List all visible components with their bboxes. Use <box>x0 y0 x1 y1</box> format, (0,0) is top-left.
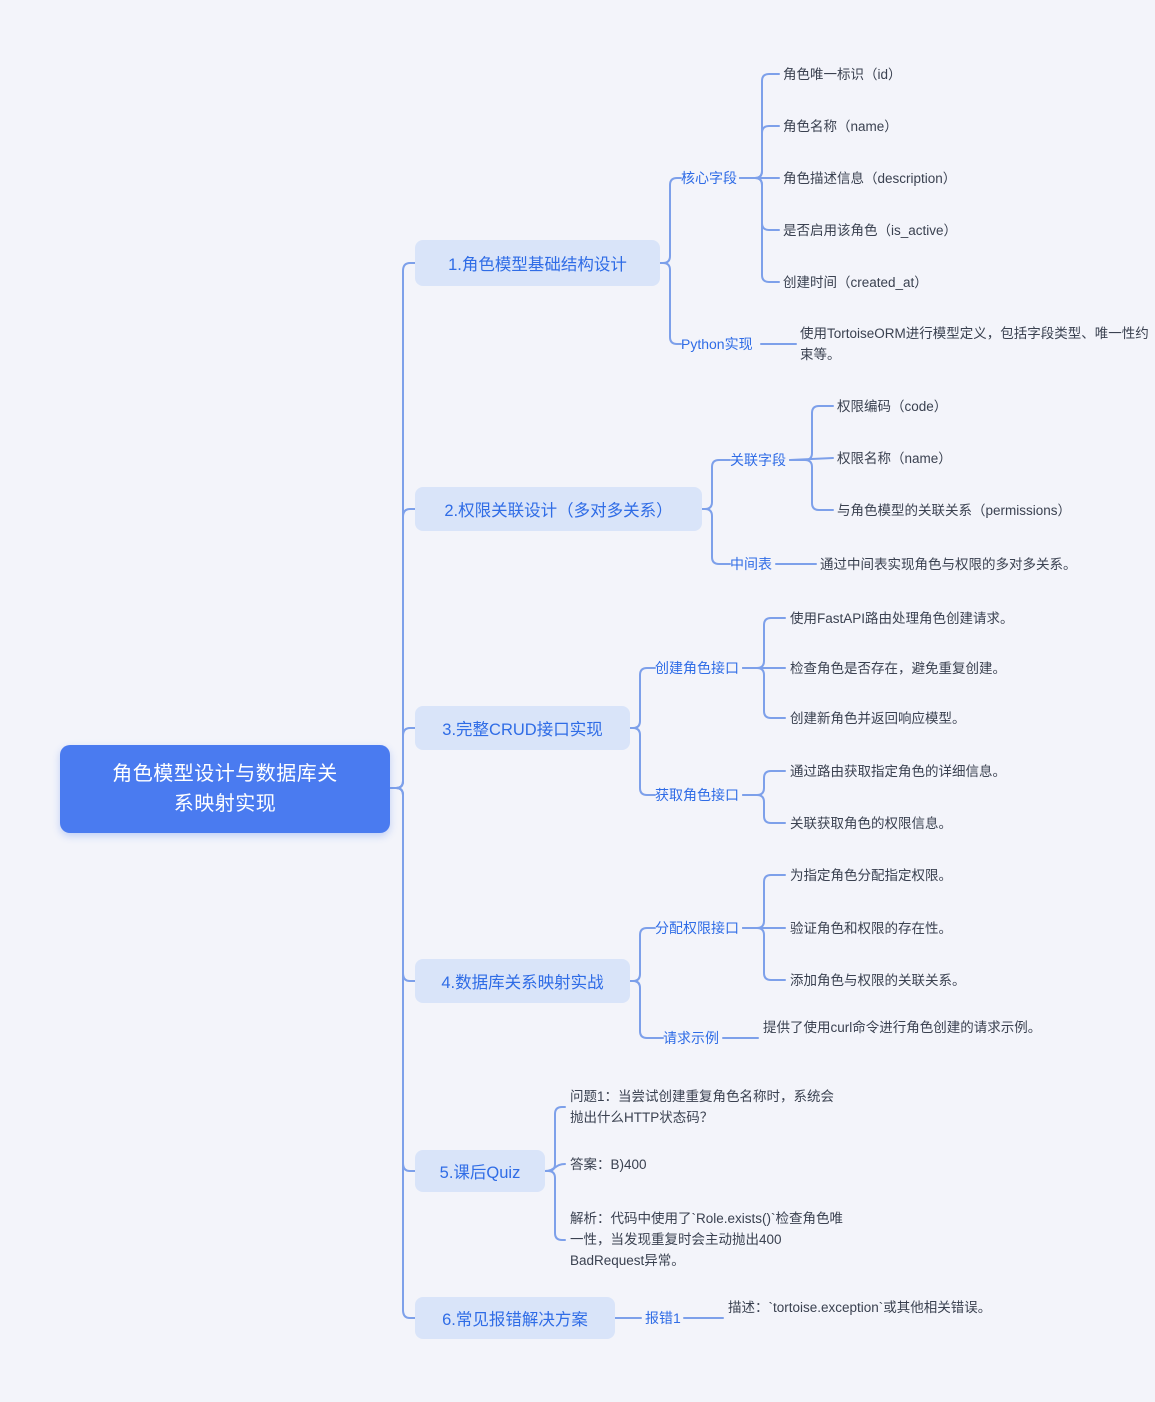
subtopic-request-example[interactable]: 请求示例 <box>663 1030 719 1046</box>
leaf-note[interactable]: 角色描述信息（description） <box>783 171 957 186</box>
branch-topic-5[interactable]: 5.课后Quiz <box>415 1150 545 1192</box>
leaf-note[interactable]: 角色唯一标识（id） <box>783 67 902 82</box>
subtopic-assign-permission-api[interactable]: 分配权限接口 <box>655 920 739 936</box>
subtopic-middle-table[interactable]: 中间表 <box>730 556 772 572</box>
branch-topic-2[interactable]: 2.权限关联设计（多对多关系） <box>415 487 702 531</box>
leaf-note[interactable]: 使用TortoiseORM进行模型定义，包括字段类型、唯一性约束等。 <box>800 326 1149 362</box>
leaf-quiz-answer[interactable]: 答案：B)400 <box>570 1157 647 1172</box>
leaf-quiz-question[interactable]: 问题1：当尝试创建重复角色名称时，系统会抛出什么HTTP状态码？ <box>570 1089 835 1125</box>
branch-topic-3[interactable]: 3.完整CRUD接口实现 <box>415 706 630 750</box>
leaf-note[interactable]: 添加角色与权限的关联关系。 <box>790 973 966 988</box>
subtopic-error-1[interactable]: 报错1 <box>645 1310 681 1326</box>
leaf-note[interactable]: 是否启用该角色（is_active） <box>783 223 958 238</box>
leaf-note[interactable]: 与角色模型的关联关系（permissions） <box>837 503 1072 518</box>
subtopic-python-impl[interactable]: Python实现 <box>681 336 753 352</box>
leaf-note[interactable]: 通过中间表实现角色与权限的多对多关系。 <box>820 557 1077 572</box>
leaf-note[interactable]: 提供了使用curl命令进行角色创建的请求示例。 <box>763 1020 1042 1035</box>
leaf-note[interactable]: 角色名称（name） <box>783 119 898 134</box>
subtopic-relation-fields[interactable]: 关联字段 <box>730 452 786 468</box>
subtopic-get-role-api[interactable]: 获取角色接口 <box>655 787 739 803</box>
branch-topic-6[interactable]: 6.常见报错解决方案 <box>415 1297 615 1339</box>
leaf-note[interactable]: 权限编码（code） <box>837 399 948 414</box>
leaf-note[interactable]: 为指定角色分配指定权限。 <box>790 868 952 883</box>
leaf-note[interactable]: 使用FastAPI路由处理角色创建请求。 <box>790 611 1014 626</box>
leaf-quiz-explanation[interactable]: 解析：代码中使用了`Role.exists()`检查角色唯一性，当发现重复时会主… <box>570 1211 844 1268</box>
leaf-note[interactable]: 创建时间（created_at） <box>783 275 928 290</box>
branch-topic-4[interactable]: 4.数据库关系映射实战 <box>415 959 630 1003</box>
leaf-note[interactable]: 检查角色是否存在，避免重复创建。 <box>790 661 1006 676</box>
leaf-note[interactable]: 创建新角色并返回响应模型。 <box>790 711 966 726</box>
leaf-error-description[interactable]: 描述：`tortoise.exception`或其他相关错误。 <box>728 1300 992 1315</box>
root-topic[interactable]: 角色模型设计与数据库关系映射实现 <box>60 745 390 833</box>
leaf-note[interactable]: 通过路由获取指定角色的详细信息。 <box>790 764 1006 779</box>
subtopic-core-fields[interactable]: 核心字段 <box>681 170 737 186</box>
leaf-note[interactable]: 关联获取角色的权限信息。 <box>790 816 952 831</box>
leaf-note[interactable]: 验证角色和权限的存在性。 <box>790 921 952 936</box>
leaf-note[interactable]: 权限名称（name） <box>837 451 952 466</box>
branch-topic-1[interactable]: 1.角色模型基础结构设计 <box>415 240 660 286</box>
subtopic-create-role-api[interactable]: 创建角色接口 <box>655 660 739 676</box>
